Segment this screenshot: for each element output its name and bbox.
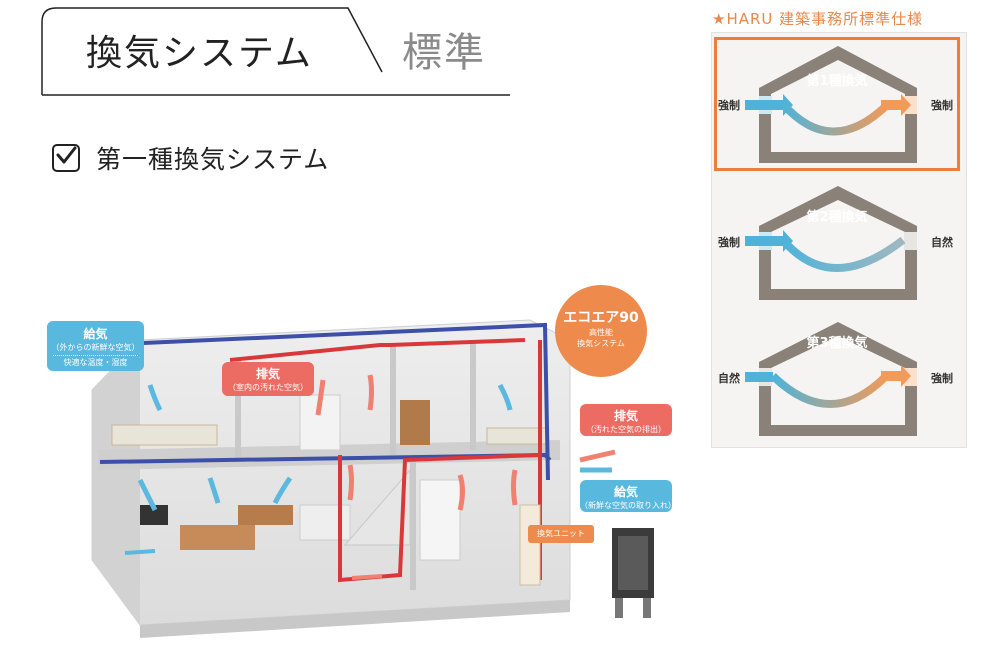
page-title: 換気システム [86, 33, 313, 74]
eco-air-line1: 高性能 [589, 328, 613, 337]
exhaust-out-callout: 排気 （汚れた空気の排出） [580, 404, 672, 436]
house-type1-diagram [745, 46, 917, 163]
section-heading: 第一種換気システム [52, 140, 329, 176]
checkbox-icon [52, 144, 80, 172]
house-type2-label: 第2種換気 [806, 210, 868, 225]
house-type2-intake: 強制 [718, 236, 740, 249]
page-subtitle: 標準 [402, 30, 486, 76]
exhaust-out-sub: （汚れた空気の排出） [586, 425, 666, 434]
supply-callout: 給気 （外からの新鮮な空気） 快適な温度・湿度 [47, 321, 144, 371]
supply-callout-comfort: 快適な温度・湿度 [53, 355, 138, 368]
house-type2-diagram [745, 186, 917, 300]
eco-air-name: エコエア90 [563, 310, 639, 326]
unit-callout: 換気ユニット [528, 525, 594, 543]
house-type3-diagram [745, 322, 917, 436]
house-type3-intake: 自然 [718, 372, 740, 385]
spec-title: ★HARU 建築事務所標準仕様 [712, 10, 924, 28]
house-type1-label: 第1種換気 [806, 74, 868, 89]
supply-callout-title: 給気 [83, 327, 108, 341]
supply-in-callout: 給気 （新鮮な空気の取り入れ） [580, 480, 676, 512]
exhaust-callout-title: 排気 [255, 367, 280, 381]
exhaust-callout: 排気 （室内の汚れた空気） [222, 362, 314, 396]
house-type3-exhaust: 強制 [931, 372, 953, 385]
supply-in-sub: （新鮮な空気の取り入れ） [580, 501, 676, 510]
exhaust-callout-sub: （室内の汚れた空気） [228, 383, 308, 392]
eco-air-badge: エコエア90 高性能 換気システム [555, 285, 647, 377]
house-type3-label: 第3種換気 [806, 336, 868, 351]
header-tab [41, 7, 510, 96]
exhaust-out-title: 排気 [613, 409, 638, 423]
section-heading-label: 第一種換気システム [96, 145, 330, 174]
house-type1-exhaust: 強制 [931, 99, 953, 112]
house-type1-intake: 強制 [718, 99, 740, 112]
supply-in-title: 給気 [613, 485, 638, 499]
supply-callout-sub: （外からの新鮮な空気） [51, 343, 140, 352]
house-type2-exhaust: 自然 [931, 236, 953, 249]
selected-type-highlight [714, 37, 960, 171]
eco-air-line2: 換気システム [577, 339, 625, 348]
